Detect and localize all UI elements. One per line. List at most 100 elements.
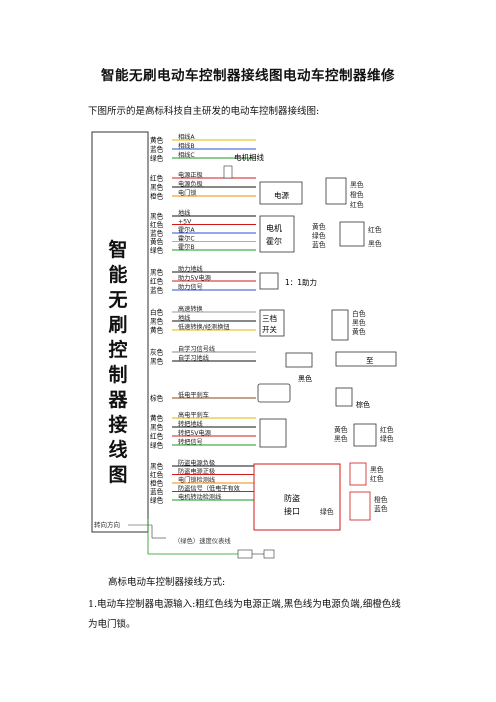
wire-function-label: 助力信号	[178, 283, 203, 291]
antitheft-label-2: 接口	[284, 506, 300, 516]
wire-color-label: 黑色	[150, 357, 164, 366]
wire-function-label: 地线	[178, 314, 190, 322]
hall-conn-left-label: 蓝色	[312, 240, 326, 249]
wire-function-label: 电源正极	[178, 171, 203, 179]
wire-color-label: 橙色	[150, 479, 164, 488]
antitheft-conn-top-label: 红色	[370, 474, 384, 483]
wire-function-label: 电机转动检测线	[178, 493, 221, 501]
wire-color-label: 橙色	[150, 192, 164, 201]
controller-label-char: 智	[108, 238, 127, 261]
assist-label: 1：1助力	[285, 277, 317, 287]
page-title: 智能无刷电动车控制器接线图电动车控制器维修	[101, 68, 395, 84]
wire-function-label: 高速转换	[178, 305, 203, 313]
wire-color-label: 黄色	[150, 237, 164, 246]
assist-plug	[259, 272, 279, 290]
wire-function-label: 自学习地线	[178, 354, 209, 362]
speed3-conn-label: 黑色	[352, 318, 366, 327]
wire-function-label: 助力5V电源	[178, 274, 211, 282]
learn-plug-2	[335, 351, 397, 367]
wire-function-label: 相线C	[178, 151, 195, 159]
wire-function-label: 电源负极	[178, 180, 203, 188]
motor-phase-label: 电机相线	[234, 152, 264, 162]
controller-label-char: 制	[108, 363, 127, 386]
throttle-plug	[259, 418, 287, 448]
wire-function-label: 转把信号	[178, 438, 203, 446]
wire-color-label: 蓝色	[150, 487, 164, 496]
power-label: 电源	[274, 190, 289, 200]
wire-function-label: 转把地线	[178, 420, 203, 428]
wire-color-label: 黄色	[150, 136, 164, 145]
learn-conn-label: 黑色	[298, 374, 312, 383]
wire-color-label: 白色	[150, 308, 164, 317]
rotation-label: 转向方向	[94, 520, 120, 529]
wire-function-label: 防盗信号（低电平有效	[178, 484, 240, 492]
wire-function-label: 霍尔C	[178, 234, 195, 242]
controller-label-char: 接	[108, 414, 127, 436]
power-conn-label: 橙色	[350, 190, 364, 199]
wire-color-label: 黑色	[150, 268, 164, 277]
controller-box	[91, 131, 149, 533]
antitheft-conn-bottom-label: 蓝色	[374, 504, 388, 513]
controller-label-char: 刷	[108, 314, 127, 336]
controller-label-char: 控	[108, 338, 127, 361]
controller-label-char: 能	[108, 263, 127, 286]
power-conn-label: 红色	[350, 200, 364, 209]
motor-phase-plug	[223, 165, 233, 179]
wire-function-label: 霍尔A	[178, 226, 195, 234]
power-conn	[325, 177, 347, 205]
antitheft-conn-bottom	[349, 491, 371, 521]
wire-color-label: 灰色	[150, 348, 164, 357]
wire-color-label: 黑色	[150, 317, 164, 326]
paragraph-1: 1.电动车控制器电源输入:粗红色线为电源正端,黑色线为电源负端,细橙色线为电门锁…	[88, 599, 401, 630]
throttle-conn-left-label: 黄色	[334, 425, 348, 434]
power-box	[259, 181, 303, 205]
antitheft-box	[253, 463, 341, 531]
wire-color-label: 红色	[150, 277, 164, 286]
wire-function-label: 自学习信号线	[178, 345, 215, 353]
brake-conn-label: 棕色	[356, 400, 370, 409]
wire-function-label: 霍尔B	[178, 243, 195, 251]
wire-color-label: 红色	[150, 220, 164, 229]
antitheft-conn-bottom-label: 橙色	[374, 495, 388, 504]
wire-function-label: +5V	[178, 218, 192, 225]
throttle-conn-left-label: 黑色	[334, 434, 348, 443]
antitheft-conn-top	[349, 462, 367, 486]
learn-target: 至	[366, 356, 374, 365]
wire-color-label: 红色	[150, 432, 164, 441]
wire-color-label: 红色	[150, 470, 164, 479]
wire-color-label: 绿色	[150, 496, 164, 505]
antitheft-conn-top-label: 黑色	[370, 465, 384, 474]
wire-function-label: 防盗电源正极	[178, 467, 215, 475]
wire-function-label: 电门锁	[178, 189, 197, 197]
wire-color-label: 黄色	[150, 326, 164, 335]
wire-function-label: 低速转换/经测换钮	[178, 323, 230, 331]
hall-label-2: 霍尔	[266, 236, 282, 246]
wire-color-label: 黄色	[150, 414, 164, 423]
wire-color-label: 黑色	[150, 423, 164, 432]
wire-color-label: 绿色	[150, 441, 164, 450]
brake-conn	[335, 387, 353, 407]
wire-color-label: 黑色	[150, 462, 164, 471]
wire-function-label: 高电平刹车	[178, 411, 209, 419]
wire-color-label: 棕色	[150, 394, 164, 403]
speed3-conn	[331, 309, 349, 341]
throttle-conn	[353, 423, 377, 447]
learn-plug	[285, 352, 313, 368]
wire-function-label: 电门锁检测线	[178, 476, 215, 484]
brake-plug	[257, 383, 291, 403]
wire-function-label: 相线B	[178, 142, 195, 150]
wire-function-label: 地线	[178, 209, 190, 217]
wire-function-label: 助力地线	[178, 265, 203, 273]
speed3-label-2: 开关	[262, 324, 277, 334]
controller-label-char: 线	[108, 438, 127, 461]
hall-conn-left-label: 黄色	[312, 222, 326, 231]
wire-color-label: 绿色	[150, 154, 164, 163]
hall-conn	[339, 221, 365, 247]
antitheft-label-1: 防盗	[284, 493, 300, 503]
hall-conn-right-label: 黑色	[368, 239, 382, 248]
power-conn-label: 黑色	[350, 180, 364, 189]
wiring-diagram: 智能无刷控制器接线图 黄色相线A蓝色相线B绿色相线C红色电源正极黑色电源负极橙色…	[91, 131, 397, 559]
antitheft-conn-left-label: 绿色	[320, 507, 334, 516]
speedometer-label: （绿色）速度仪表线	[174, 536, 231, 545]
wire-color-label: 黑色	[150, 212, 164, 221]
